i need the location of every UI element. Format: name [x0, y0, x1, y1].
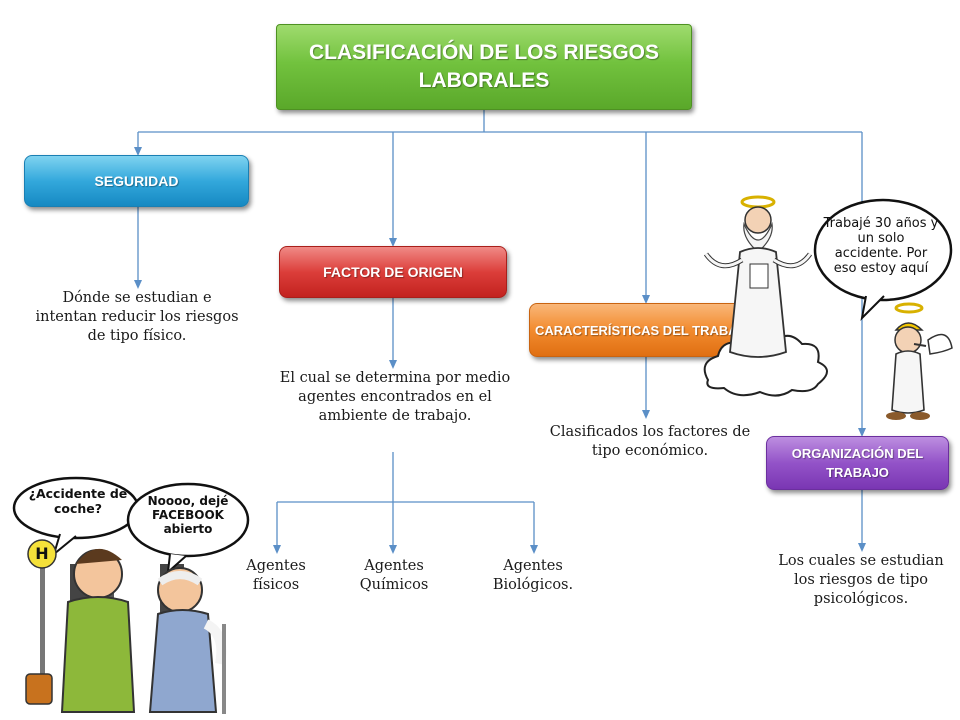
seguridad-description: Dónde se estudian e intentan reducir los…	[35, 290, 239, 344]
title-box: CLASIFICACIÓN DE LOS RIESGOS LABORALES	[276, 24, 692, 110]
agent-quimicos: Agentes Químicos	[359, 558, 429, 593]
agent-biologicos: Agentes Biológicos.	[492, 558, 574, 593]
left-speech-left-text: ¿Accidente de coche?	[28, 486, 128, 516]
hospital-sign-letter: H	[35, 544, 49, 563]
caracteristicas-label: CARACTERÍSTICAS DEL TRABAJO	[534, 322, 756, 338]
factor-origen-description: El cual se determina por medio agentes e…	[279, 370, 511, 424]
angels-cartoon	[703, 195, 953, 420]
seguridad-box: SEGURIDAD	[24, 155, 249, 207]
accident-cartoon	[12, 476, 250, 714]
factor-origen-box: FACTOR DE ORIGEN	[279, 246, 507, 298]
organizacion-label: ORGANIZACIÓN DEL TRABAJO	[791, 446, 924, 480]
right-speech-text: Trabajé 30 años y un solo accidente. Por…	[823, 216, 939, 276]
title-text: CLASIFICACIÓN DE LOS RIESGOS LABORALES	[308, 41, 660, 92]
left-speech-right-text: Noooo, dejé FACEBOOK abierto	[147, 494, 229, 536]
caracteristicas-description: Clasificados los factores de tipo económ…	[549, 424, 751, 459]
organizacion-box: ORGANIZACIÓN DEL TRABAJO	[766, 436, 949, 490]
seguridad-label: SEGURIDAD	[94, 173, 179, 189]
organizacion-description: Los cuales se estudian los riesgos de ti…	[778, 553, 944, 607]
agent-fisicos: Agentes físicos	[246, 558, 306, 593]
factor-origen-label: FACTOR DE ORIGEN	[323, 264, 463, 280]
